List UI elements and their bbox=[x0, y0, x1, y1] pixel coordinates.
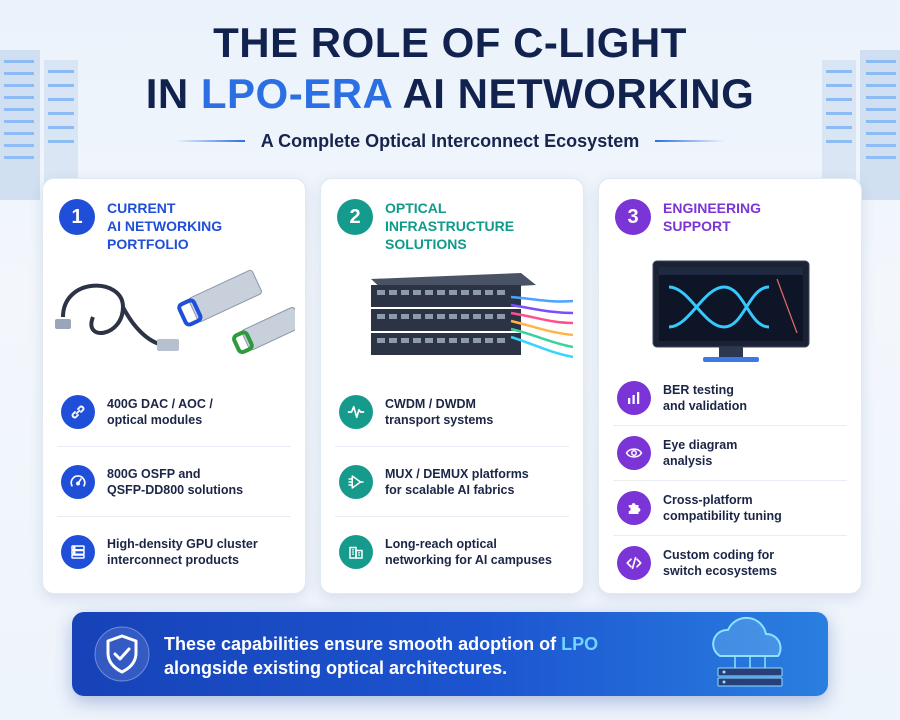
subtitle-row: A Complete Optical Interconnect Ecosyste… bbox=[0, 128, 900, 154]
list-item-text: 400G DAC / AOC / optical modules bbox=[107, 396, 213, 427]
server-racks-left-image bbox=[0, 50, 78, 200]
card-engineering-support: 3 ENGINEERING SUPPORT BER testing and va… bbox=[598, 178, 862, 594]
link-icon bbox=[61, 394, 95, 429]
list-item: Eye diagram analysis bbox=[613, 426, 847, 481]
card-title-line1: ENGINEERING bbox=[663, 200, 762, 216]
page-title-line1: THE ROLE OF C-LIGHT bbox=[213, 19, 687, 66]
list-item: High-density GPU cluster interconnect pr… bbox=[57, 517, 291, 586]
subtitle-divider-left bbox=[174, 140, 245, 142]
list-item: Cross-platform compatibility tuning bbox=[613, 481, 847, 536]
code-icon bbox=[617, 546, 651, 580]
banner-text-before: These capabilities ensure smooth adoptio… bbox=[164, 634, 562, 654]
list-item-text: Custom coding for switch ecosystems bbox=[663, 548, 777, 578]
list-item-text: BER testing and validation bbox=[663, 383, 748, 413]
card-header: 3 ENGINEERING SUPPORT bbox=[615, 199, 761, 235]
shield-check-icon bbox=[94, 626, 150, 682]
card-title-line1: OPTICAL bbox=[385, 200, 447, 216]
mux-icon bbox=[339, 464, 373, 499]
card-title: CURRENT AI NETWORKING PORTFOLIO bbox=[107, 199, 305, 253]
card-number-badge: 1 bbox=[59, 199, 95, 235]
card-title-line2: AI NETWORKING PORTFOLIO bbox=[107, 218, 223, 252]
subtitle: A Complete Optical Interconnect Ecosyste… bbox=[260, 130, 640, 151]
card-current-portfolio: 1 CURRENT AI NETWORKING PORTFOLIO 400G D… bbox=[42, 178, 306, 594]
list-item: Custom coding for switch ecosystems bbox=[613, 536, 847, 590]
network-switch-image bbox=[371, 273, 573, 359]
list-item-text: MUX / DEMUX platforms for scalable AI fa… bbox=[385, 466, 529, 497]
list-item: 400G DAC / AOC / optical modules bbox=[57, 377, 291, 447]
feature-list: CWDM / DWDM transport systems MUX / DEMU… bbox=[335, 377, 569, 586]
list-item-text: Cross-platform compatibility tuning bbox=[663, 493, 782, 523]
list-item-text: High-density GPU cluster interconnect pr… bbox=[107, 536, 258, 567]
list-item: 800G OSFP and QSFP-DD800 solutions bbox=[57, 447, 291, 517]
list-item-text: 800G OSFP and QSFP-DD800 solutions bbox=[107, 466, 244, 497]
card-header: 2 OPTICAL INFRASTRUCTURE SOLUTIONS bbox=[337, 199, 583, 253]
title-prefix: IN bbox=[145, 70, 201, 117]
card-optical-infrastructure: 2 OPTICAL INFRASTRUCTURE SOLUTIONS bbox=[320, 178, 584, 594]
server-racks-right-image bbox=[822, 50, 900, 200]
page-title-line2: IN LPO-ERA AI NETWORKING bbox=[0, 73, 900, 115]
title-suffix: AI NETWORKING bbox=[391, 70, 755, 117]
card-header: 1 CURRENT AI NETWORKING PORTFOLIO bbox=[59, 199, 305, 253]
card-title-line2: INFRASTRUCTURE SOLUTIONS bbox=[385, 218, 515, 252]
puzzle-icon bbox=[617, 491, 651, 525]
card-number-badge: 3 bbox=[615, 199, 651, 235]
card-title-line2: SUPPORT bbox=[663, 218, 731, 234]
list-item: BER testing and validation bbox=[613, 371, 847, 426]
waveform-icon bbox=[339, 394, 373, 429]
subtitle-divider-right bbox=[655, 140, 726, 142]
server-rack-icon bbox=[61, 534, 95, 569]
speedometer-icon bbox=[61, 464, 95, 499]
cables-and-transceivers-image bbox=[55, 269, 295, 355]
card-title: OPTICAL INFRASTRUCTURE SOLUTIONS bbox=[385, 199, 583, 253]
list-item: Long-reach optical networking for AI cam… bbox=[335, 517, 569, 586]
card-title-line1: CURRENT bbox=[107, 200, 176, 216]
list-item-text: Long-reach optical networking for AI cam… bbox=[385, 536, 552, 567]
title-accent: LPO-ERA bbox=[200, 70, 392, 117]
bar-chart-icon bbox=[617, 381, 651, 415]
list-item: MUX / DEMUX platforms for scalable AI fa… bbox=[335, 447, 569, 517]
card-number-badge: 2 bbox=[337, 199, 373, 235]
feature-list: BER testing and validation Eye diagram a… bbox=[613, 371, 847, 590]
banner-text: These capabilities ensure smooth adoptio… bbox=[164, 632, 684, 680]
eye-icon bbox=[617, 436, 651, 470]
list-item: CWDM / DWDM transport systems bbox=[335, 377, 569, 447]
card-title: ENGINEERING SUPPORT bbox=[663, 199, 761, 235]
monitor-eye-diagram-image bbox=[652, 260, 810, 362]
summary-banner: These capabilities ensure smooth adoptio… bbox=[72, 612, 828, 696]
list-item-text: CWDM / DWDM transport systems bbox=[385, 396, 494, 427]
banner-text-highlight: LPO bbox=[561, 634, 599, 654]
banner-text-after: alongside existing optical architectures… bbox=[164, 658, 508, 678]
cloud-server-icon bbox=[712, 616, 783, 687]
feature-list: 400G DAC / AOC / optical modules 800G OS… bbox=[57, 377, 291, 586]
buildings-icon bbox=[339, 534, 373, 569]
list-item-text: Eye diagram analysis bbox=[663, 438, 738, 468]
